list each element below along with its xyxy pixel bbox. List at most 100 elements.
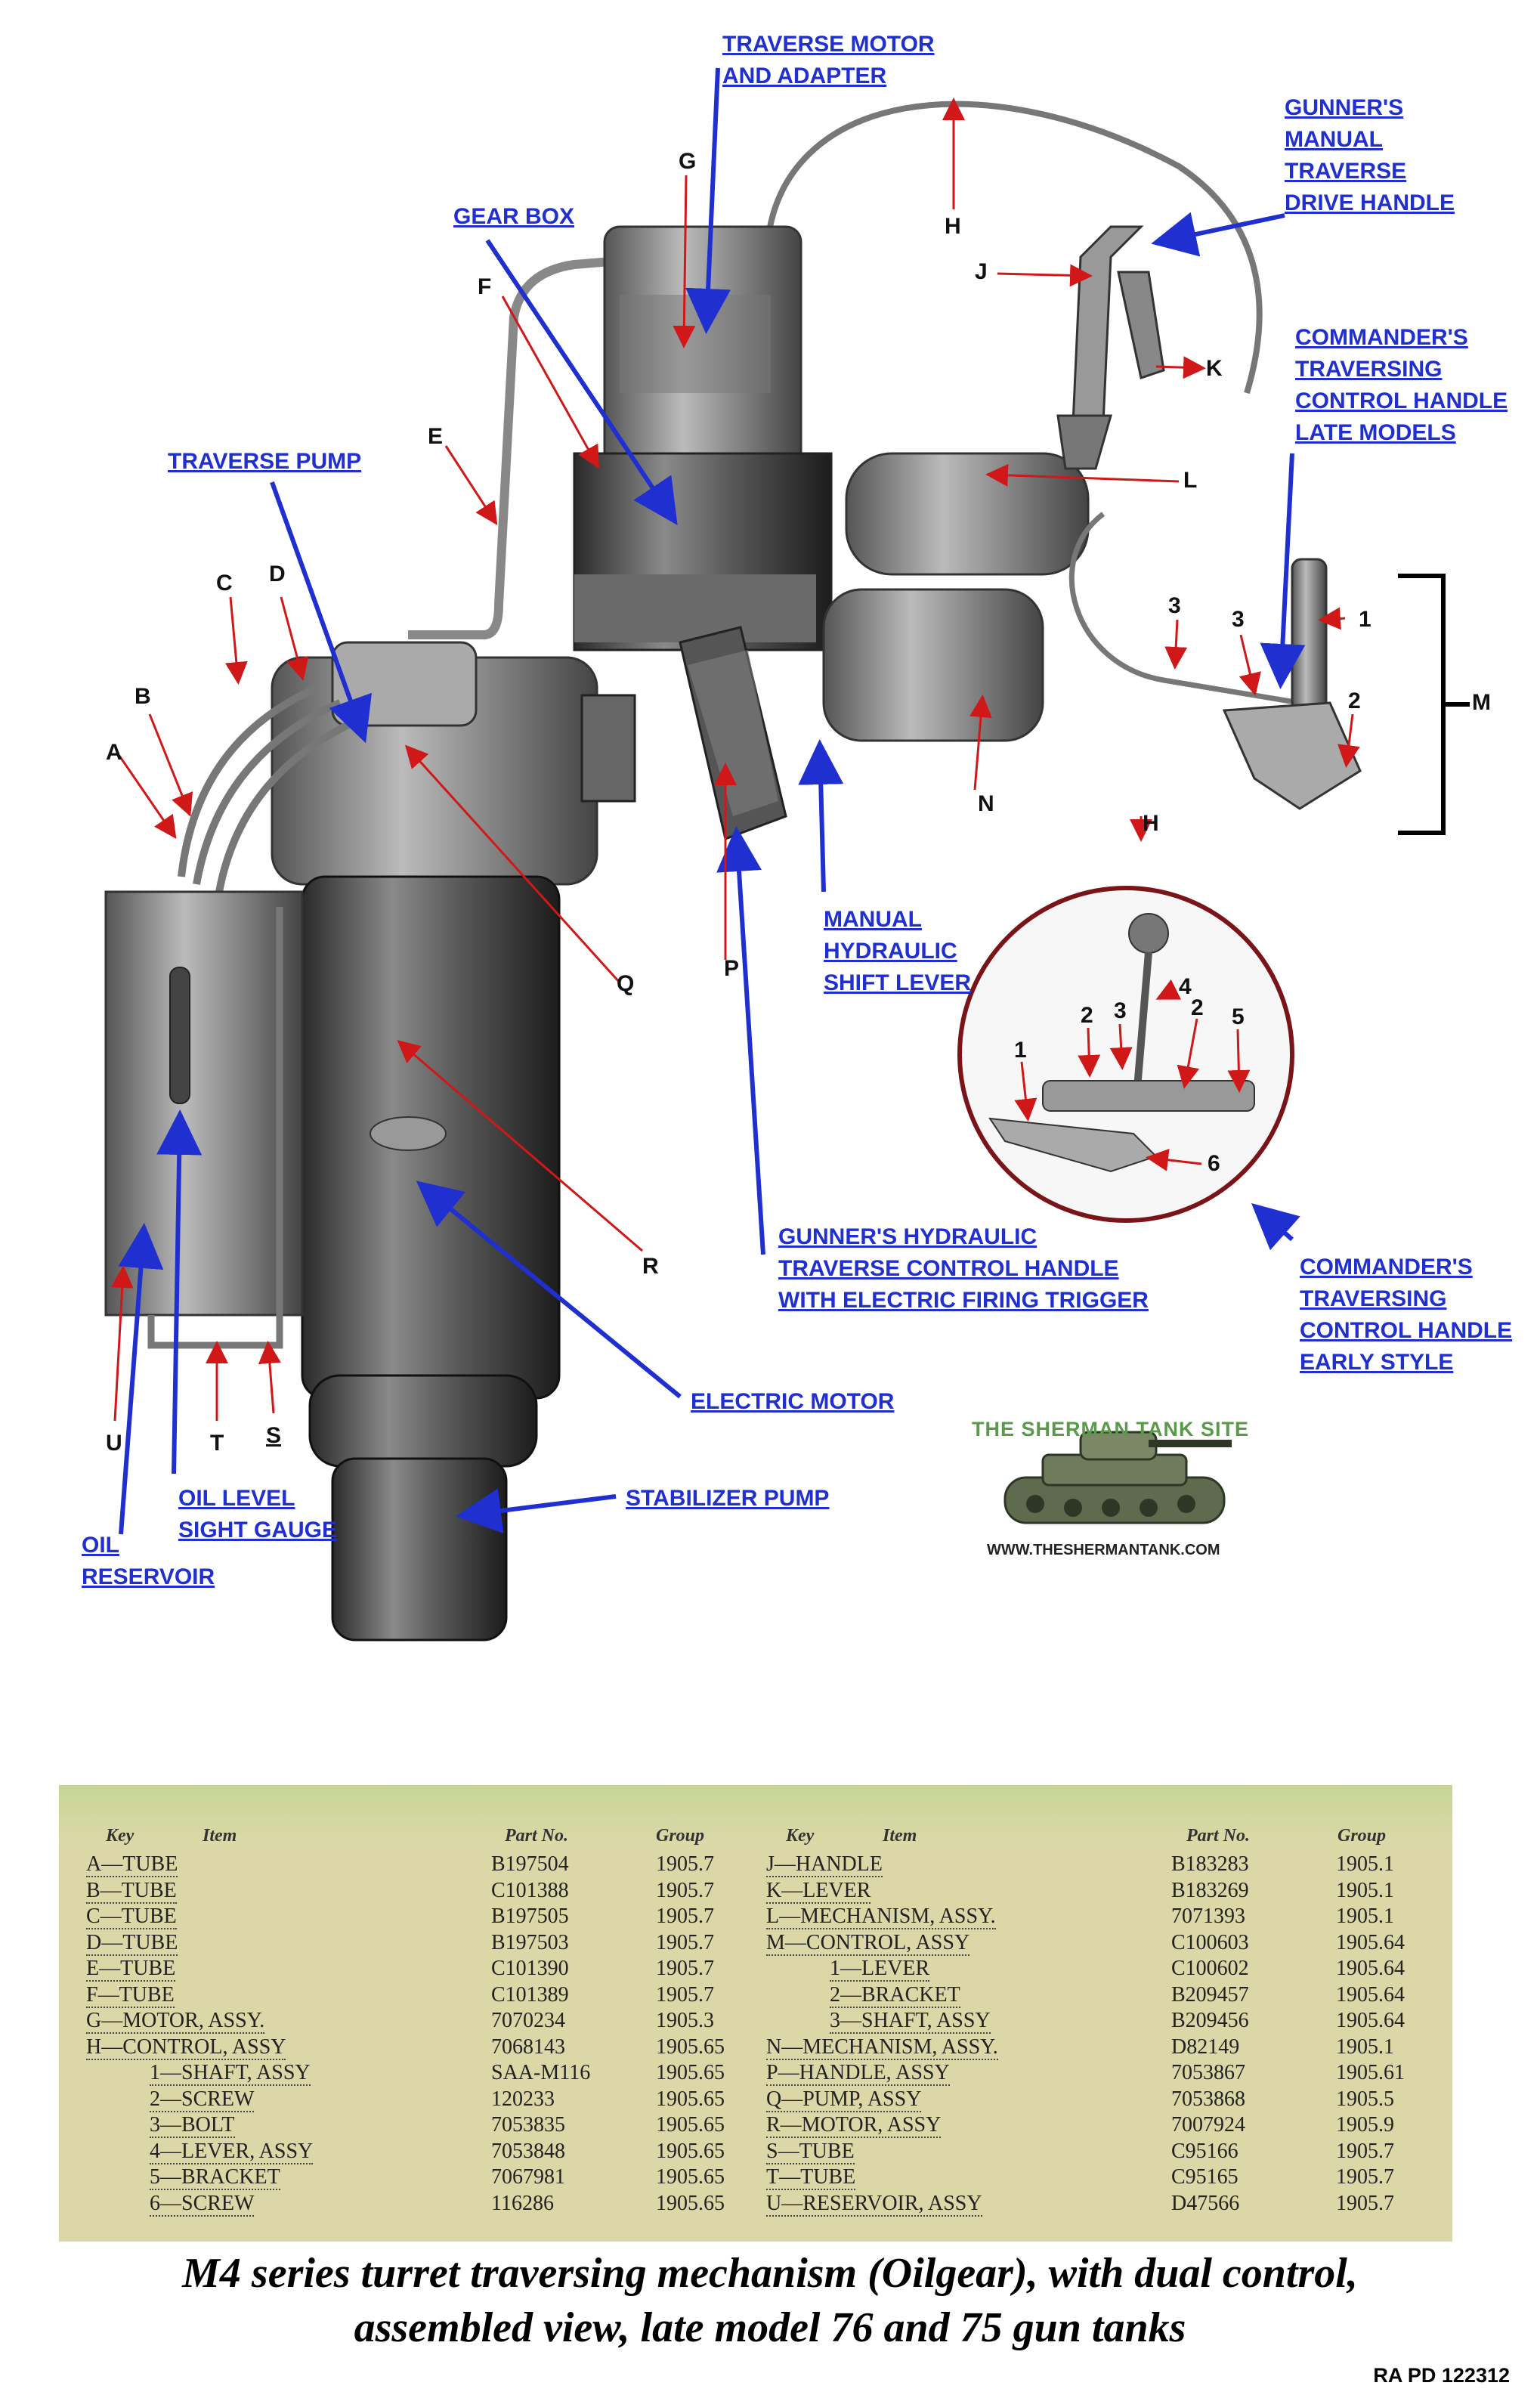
key-letter-q: Q — [617, 971, 635, 996]
callout-oil-reservoir: OIL RESERVOIR — [82, 1530, 215, 1593]
item-text: 3—BOLT — [150, 2113, 235, 2138]
blue-callout-arrows — [118, 67, 1306, 1535]
group-cell: 1905.1 — [1336, 1905, 1394, 1928]
item-cell: E—TUBE — [86, 1956, 472, 1982]
figure-caption-line-1: M4 series turret traversing mechanism (O… — [182, 2250, 1358, 2297]
key-number-4-early: 4 — [1179, 974, 1192, 999]
group-cell: 1905.64 — [1336, 1930, 1405, 1954]
key-letter-h: H — [945, 214, 961, 239]
callout-line: TRAVERSE PUMP — [168, 449, 362, 474]
callout-oil-level-gauge: OIL LEVEL SIGHT GAUGE — [178, 1483, 337, 1546]
group-cell: 1905.7 — [1336, 2191, 1394, 2215]
part-number-cell: 7068143 — [491, 2035, 565, 2059]
key-number-5-early: 5 — [1232, 1004, 1245, 1029]
group-cell: 1905.7 — [1336, 2139, 1394, 2163]
callout-line: SHIFT LEVER — [824, 970, 972, 995]
header-part-no: Part No. — [505, 1826, 568, 1846]
key-letter-m: M — [1472, 690, 1491, 715]
item-text: 2—BRACKET — [830, 1982, 960, 2008]
part-number-cell: C100602 — [1171, 1957, 1249, 1980]
callout-line: TRAVERSING — [1295, 357, 1443, 382]
callout-line: COMMANDER'S — [1300, 1255, 1473, 1279]
item-text: G—MOTOR, ASSY. — [86, 2009, 265, 2034]
key-number-2-late: 2 — [1348, 688, 1361, 713]
part-number-cell: C95166 — [1171, 2139, 1238, 2163]
callout-line: TRAVERSING — [1300, 1286, 1447, 1311]
item-cell: 2—BRACKET — [830, 1982, 1152, 2008]
part-number-cell: B209457 — [1171, 1982, 1249, 2007]
key-letter-d: D — [269, 562, 286, 586]
key-number-1-early: 1 — [1014, 1038, 1027, 1063]
site-watermark-title: THE SHERMAN TANK SITE — [972, 1418, 1250, 1440]
callout-line: DRIVE HANDLE — [1285, 190, 1455, 215]
key-letter-p: P — [724, 956, 740, 981]
header-key: Key — [786, 1826, 815, 1846]
group-cell: 1905.64 — [1336, 1957, 1405, 1980]
traversing-mechanism-illustration — [104, 67, 1470, 1642]
item-cell: K—LEVER — [766, 1878, 1152, 1904]
callout-traverse-pump: TRAVERSE PUMP — [168, 446, 361, 478]
key-letter-f: F — [478, 274, 492, 299]
part-number-cell: C101388 — [491, 1878, 569, 1902]
item-text: C—TUBE — [86, 1905, 177, 1929]
item-text: M—CONTROL, ASSY — [766, 1930, 970, 1956]
key-number-6-early: 6 — [1208, 1151, 1220, 1176]
callout-line: MANUAL — [824, 907, 922, 932]
item-cell: D—TUBE — [86, 1930, 472, 1956]
callout-line: CONTROL HANDLE — [1295, 388, 1508, 413]
item-text: 4—LEVER, ASSY — [150, 2139, 314, 2164]
key-number-2-early-b: 2 — [1191, 995, 1204, 1020]
key-number-3-late-a: 3 — [1168, 593, 1181, 618]
item-cell: 4—LEVER, ASSY — [150, 2139, 472, 2164]
group-cell: 1905.1 — [1336, 1852, 1394, 1876]
callout-line: OIL LEVEL — [178, 1486, 295, 1511]
item-text: 1—LEVER — [830, 1957, 930, 1982]
key-number-1-late: 1 — [1359, 607, 1371, 632]
callout-line: OIL — [82, 1533, 119, 1558]
part-number-cell: B183283 — [1171, 1852, 1249, 1876]
key-letter-c: C — [216, 571, 233, 596]
callout-line: STABILIZER PUMP — [626, 1486, 830, 1511]
callout-line: TRAVERSE CONTROL HANDLE — [778, 1256, 1119, 1281]
part-number-cell: B197503 — [491, 1930, 569, 1954]
part-number-cell: D47566 — [1171, 2191, 1240, 2215]
item-cell: 3—SHAFT, ASSY — [830, 2008, 1152, 2034]
callout-line: AND ADAPTER — [722, 63, 887, 88]
table-row: 1—LEVER C100602 1905.64 — [739, 1956, 1419, 1982]
callout-line: MANUAL — [1285, 127, 1383, 152]
item-text: 2—SCREW — [150, 2087, 255, 2112]
callout-line: ELECTRIC MOTOR — [691, 1389, 895, 1414]
machinery-drawing — [104, 101, 1470, 1642]
callout-commanders-handle-early: COMMANDER'S TRAVERSING CONTROL HANDLE EA… — [1300, 1252, 1512, 1379]
callout-line: GEAR BOX — [453, 204, 575, 229]
part-number-cell: 7007924 — [1171, 2113, 1245, 2137]
part-number-cell: B209456 — [1171, 2009, 1249, 2032]
key-letter-u: U — [106, 1431, 122, 1456]
item-cell: 1—LEVER — [830, 1956, 1152, 1982]
callout-line: LATE MODELS — [1295, 420, 1456, 445]
group-cell: 1905.9 — [1336, 2113, 1394, 2137]
header-item: Item — [203, 1826, 237, 1846]
item-cell: H—CONTROL, ASSY — [86, 2035, 472, 2060]
part-number-cell: D82149 — [1171, 2035, 1240, 2059]
red-leader-arrows — [110, 97, 1360, 1422]
key-number-3-early: 3 — [1114, 998, 1127, 1023]
reference-code: RA PD 122312 — [1373, 2364, 1510, 2387]
part-number-cell: 120233 — [491, 2087, 555, 2111]
callout-line: TRAVERSE MOTOR — [722, 32, 935, 57]
